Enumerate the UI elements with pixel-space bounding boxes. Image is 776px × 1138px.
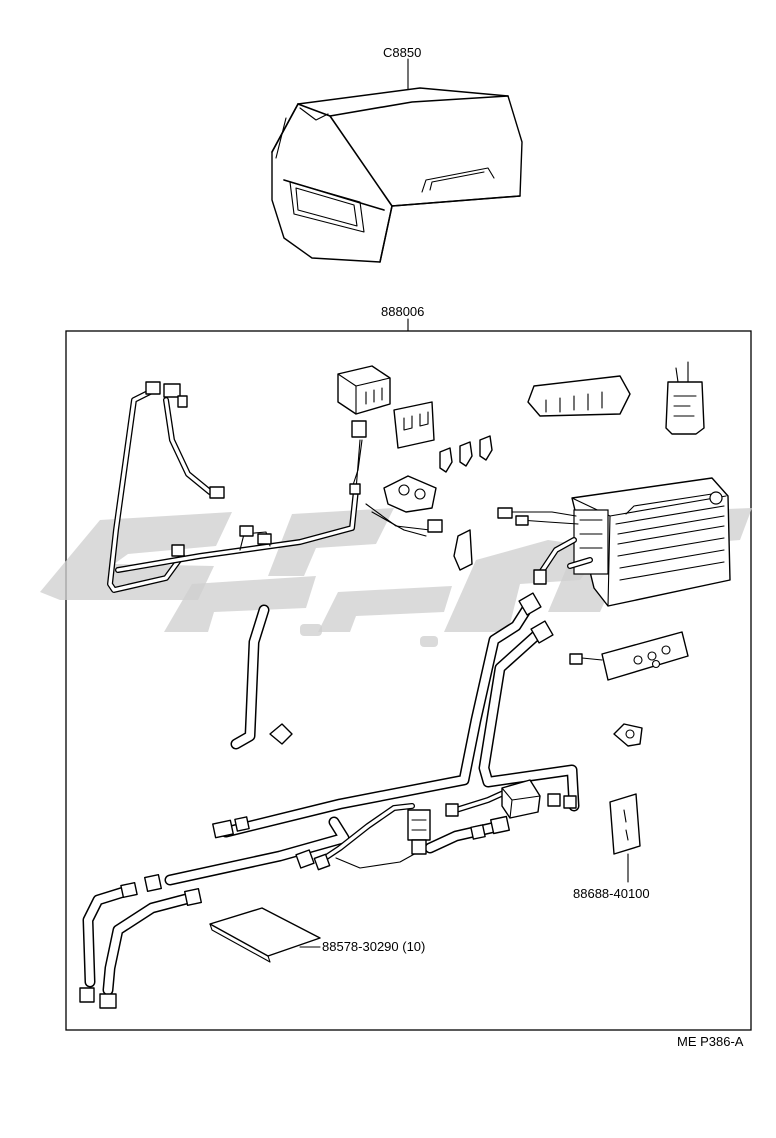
control-panel [569,631,689,681]
receiver-drier [665,361,705,435]
small-bracket [453,529,473,571]
pressure-switches [439,435,493,473]
wire-harness [107,381,443,593]
bracket-part-label: 88688-40100 [573,886,650,901]
figure-code: ME P386-A [677,1034,744,1049]
line-pressure-switch [407,809,431,855]
relay-plug [351,420,367,438]
case-part-label: C8850 [383,45,421,60]
evaporator-leads [497,507,593,585]
pad-sheet-edge [209,923,271,963]
drain-hose [230,604,293,750]
carry-case [271,87,523,263]
kit-part-label: 888006 [381,304,424,319]
expansion-valve [527,375,631,417]
refrigerant-hoses [82,598,580,996]
magnetic-clutch-relay [501,779,541,819]
harness-connector-top [163,383,181,398]
evaporator-unit [571,477,731,607]
mounting-plate [393,401,435,449]
blower-resistor [383,475,437,513]
control-relay-box [337,365,391,415]
bracket-88688-40100 [609,793,641,855]
kit-frame [65,330,752,1031]
pad-part-label: 88578-30290 (10) [322,939,425,954]
hose-fittings [79,592,577,1009]
harness-connector-top-left [145,381,161,395]
harness-connector-mid [209,486,225,499]
pad-sheet [209,907,321,957]
